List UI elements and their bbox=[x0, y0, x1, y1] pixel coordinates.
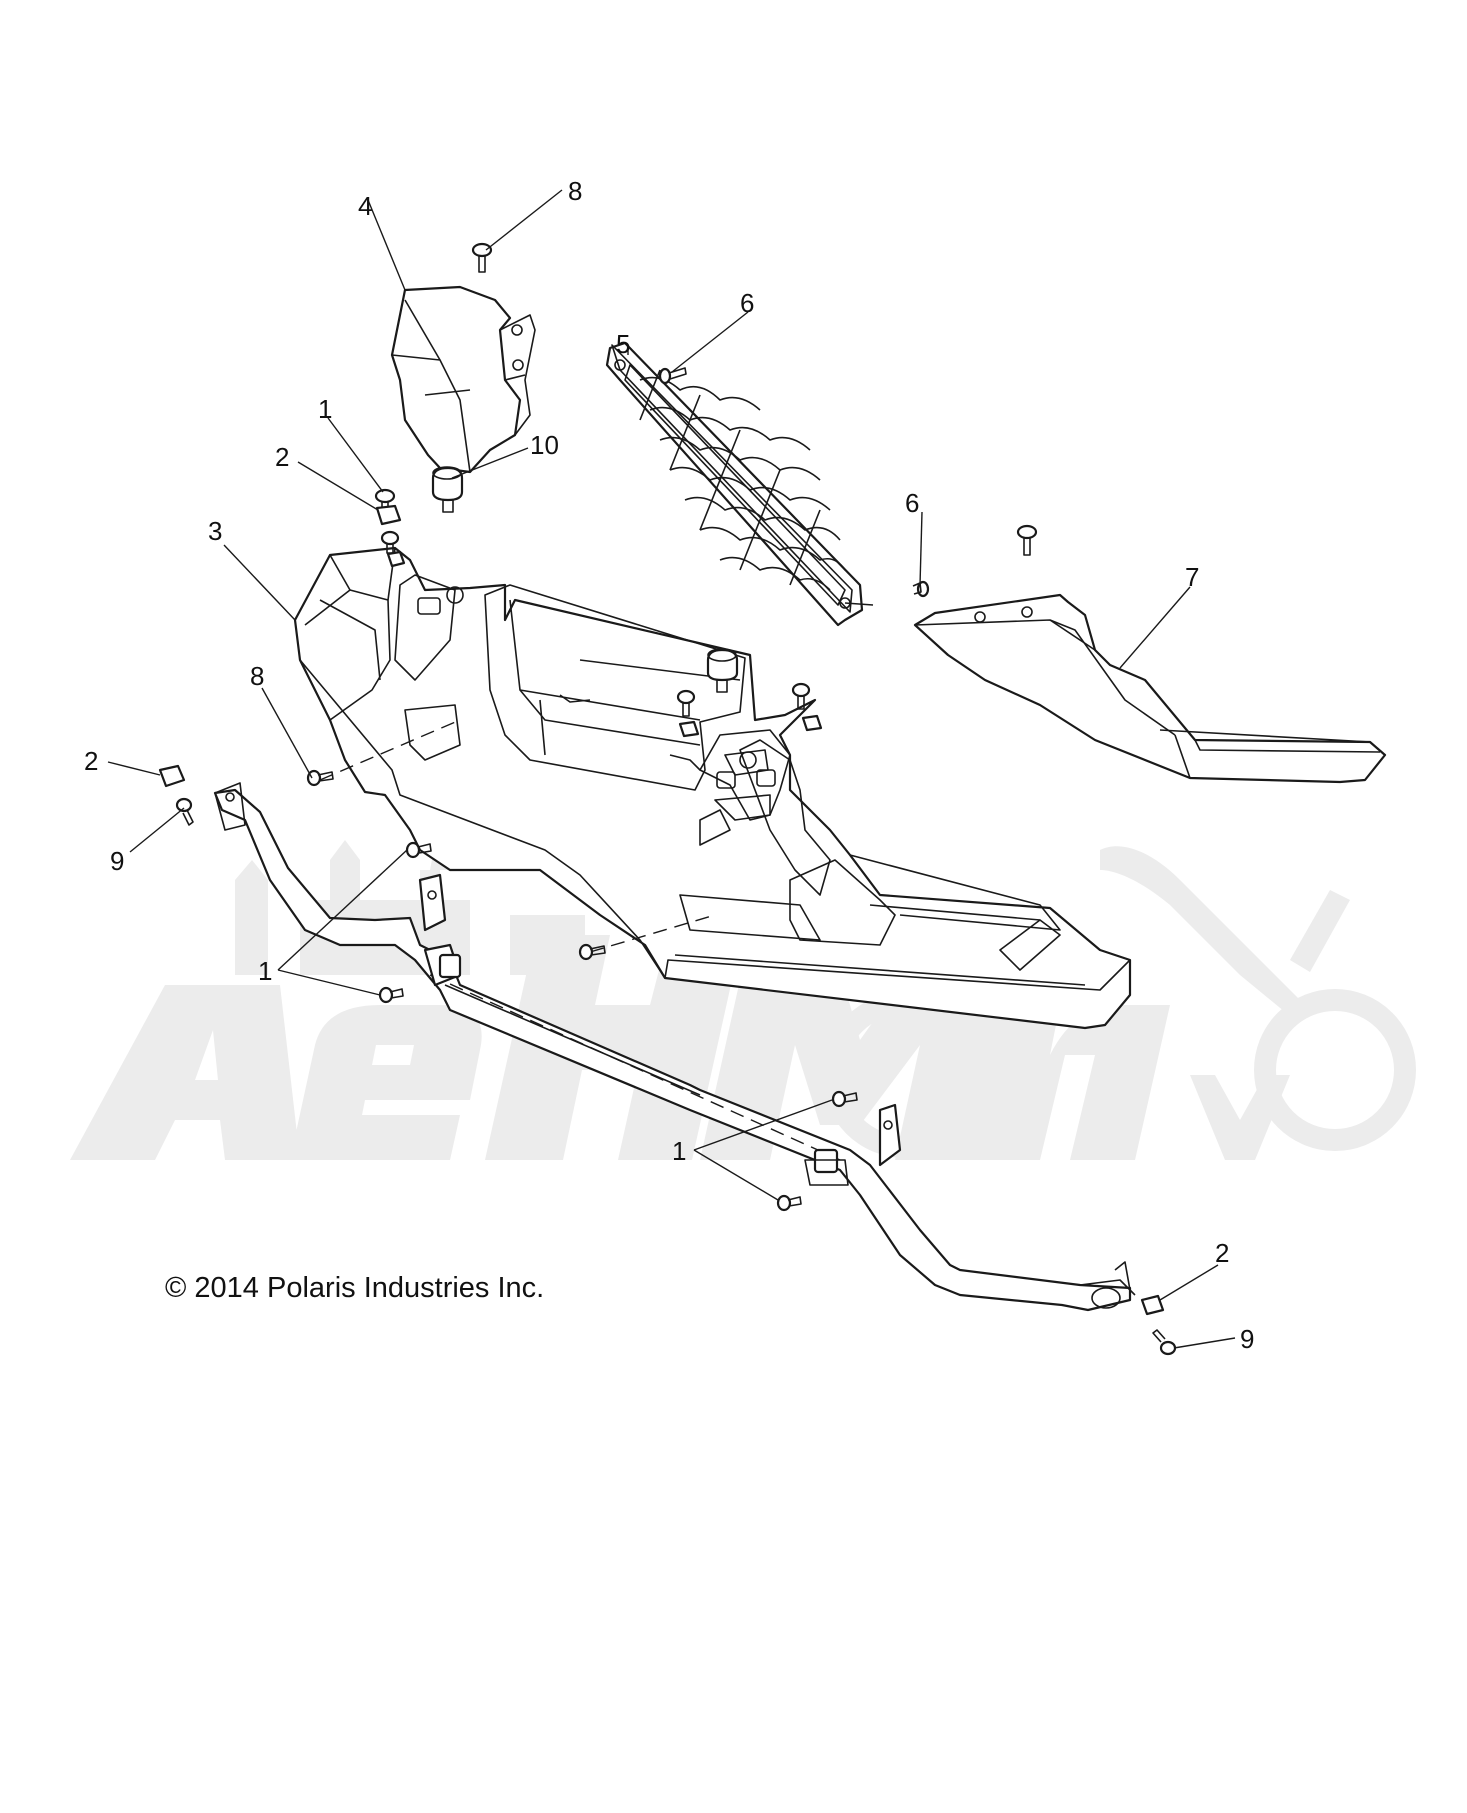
copyright-notice: © 2014 Polaris Industries Inc. bbox=[165, 1272, 545, 1304]
grille-part-5 bbox=[605, 341, 864, 627]
screw-part-7 bbox=[1016, 524, 1038, 556]
callout-9-left: 9 bbox=[110, 846, 124, 876]
callout-8-top: 8 bbox=[568, 176, 582, 206]
screw-centre-left bbox=[676, 689, 700, 738]
callout-5: 5 bbox=[616, 329, 630, 359]
callout-2-right: 2 bbox=[1215, 1238, 1229, 1268]
screw-8-left bbox=[306, 769, 334, 787]
grille-mesh bbox=[639, 369, 846, 591]
callout-2-upper: 2 bbox=[275, 442, 289, 472]
side-panel-part-7 bbox=[913, 593, 1387, 784]
screw-1-left-b bbox=[378, 986, 404, 1004]
fasteners bbox=[158, 242, 1177, 1356]
callout-2-left: 2 bbox=[84, 746, 98, 776]
callout-10: 10 bbox=[530, 430, 559, 460]
callout-1-right: 1 bbox=[672, 1136, 686, 1166]
watermark-logo bbox=[70, 790, 1416, 1160]
rubber-bumper-10-upper bbox=[431, 466, 464, 513]
screw-1-upper bbox=[374, 488, 396, 517]
callout-6-upper: 6 bbox=[740, 288, 754, 318]
screw-centre-right bbox=[791, 682, 823, 732]
clip-2-upper bbox=[375, 504, 402, 526]
callout-7: 7 bbox=[1185, 562, 1199, 592]
screw-9-right bbox=[1152, 1329, 1177, 1356]
front-bumper-part-3 bbox=[293, 546, 1132, 1030]
leader-lines bbox=[107, 189, 1236, 1349]
screw-8-top bbox=[471, 242, 493, 273]
frame-tube bbox=[213, 782, 1136, 1312]
screw-6-upper bbox=[658, 367, 687, 385]
side-panel-part-4 bbox=[390, 285, 536, 474]
screw-1-right-b bbox=[776, 1194, 802, 1212]
callout-4: 4 bbox=[358, 191, 372, 221]
screw-6-right bbox=[912, 580, 930, 598]
clip-2-right bbox=[1140, 1294, 1165, 1316]
callout-labels: 8 4 5 6 1 2 10 3 6 7 8 2 9 1 1 2 9 bbox=[84, 176, 1254, 1354]
callout-6-right: 6 bbox=[905, 488, 919, 518]
rubber-bumper-10-lower bbox=[706, 648, 739, 693]
screw-middle bbox=[578, 943, 606, 961]
callout-1-upper: 1 bbox=[318, 394, 332, 424]
callout-8-left: 8 bbox=[250, 661, 264, 691]
screw-1-right-a bbox=[831, 1090, 858, 1108]
callout-3: 3 bbox=[208, 516, 222, 546]
clip-2-left bbox=[158, 764, 186, 788]
callout-1-left: 1 bbox=[258, 956, 272, 986]
screw-9-left bbox=[175, 797, 194, 826]
callout-9-right: 9 bbox=[1240, 1324, 1254, 1354]
